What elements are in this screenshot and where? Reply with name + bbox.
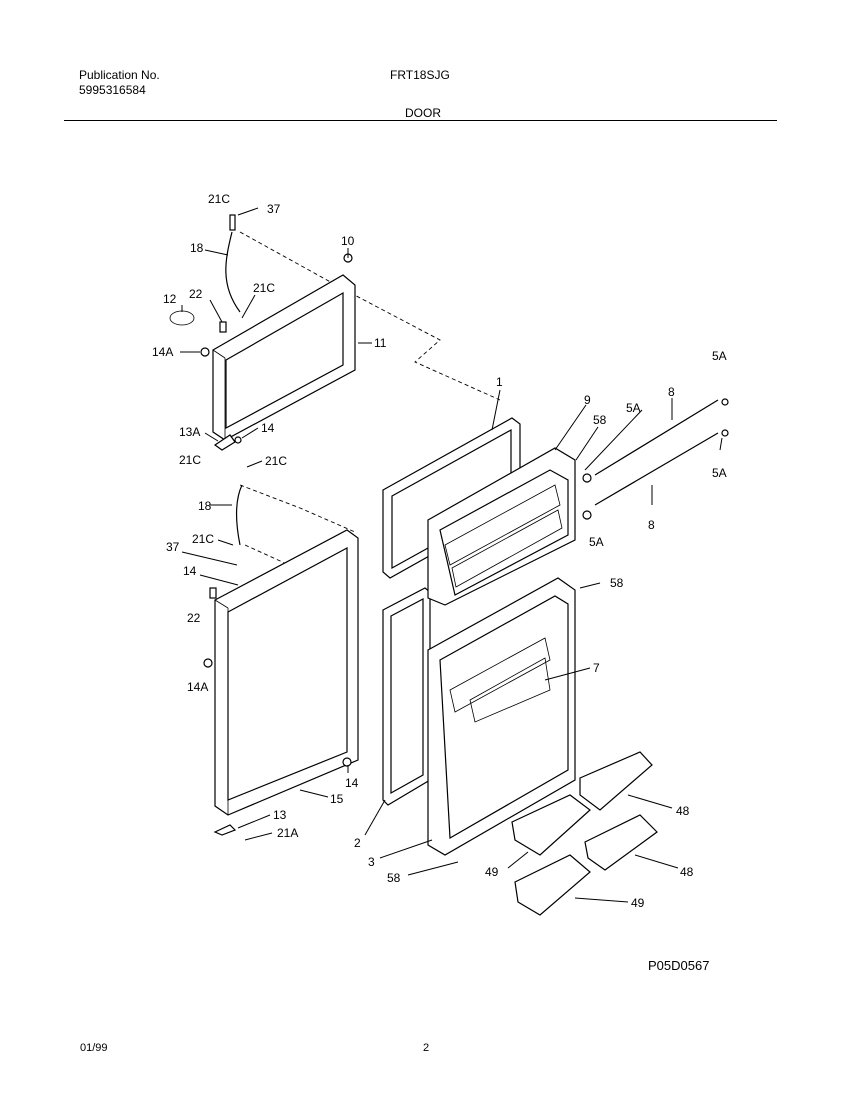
footer-page-number: 2 (423, 1042, 430, 1054)
callout-7: 7 (593, 661, 600, 675)
callout-13: 13 (273, 808, 287, 822)
callout-5a-d: 5A (589, 535, 604, 549)
callout-21c-c: 21C (179, 453, 201, 467)
freezer-door-frame (212, 274, 356, 441)
publication-label: Publication No. (79, 68, 160, 82)
publication-number: 5995316584 (79, 83, 146, 97)
callout-5a-b: 5A (712, 349, 727, 363)
fresh-food-door-frame (214, 529, 359, 816)
callout-13a: 13A (179, 425, 200, 439)
callout-21a: 21A (277, 826, 298, 840)
callout-12: 12 (163, 292, 177, 306)
callout-58-c: 58 (387, 871, 401, 885)
header-rule (64, 120, 777, 121)
callout-5a-c: 5A (712, 466, 727, 480)
callout-22-a: 22 (189, 287, 203, 301)
drawing-code: P05D0567 (648, 958, 710, 973)
callout-58-a: 58 (593, 413, 607, 427)
callout-1: 1 (496, 375, 503, 389)
callout-labels: 21C 37 18 10 12 22 21C 14A 11 13A 14 21C… (152, 192, 727, 910)
callout-14-a: 14 (261, 421, 275, 435)
callout-14a-b: 14A (187, 680, 208, 694)
footer-date: 01/99 (80, 1042, 108, 1054)
callout-10: 10 (341, 234, 355, 248)
callout-8-b: 8 (648, 518, 655, 532)
callout-5a-a: 5A (626, 401, 641, 415)
callout-8-a: 8 (668, 385, 675, 399)
callout-37-a: 37 (267, 202, 281, 216)
callout-48-b: 48 (680, 865, 694, 879)
callout-14-b: 14 (183, 564, 197, 578)
callout-48-a: 48 (676, 804, 690, 818)
shelf-rails (594, 399, 719, 506)
callout-21c-e: 21C (192, 532, 214, 546)
leader-lines (180, 207, 723, 903)
callout-49-a: 49 (485, 865, 499, 879)
callout-14-c: 14 (345, 776, 359, 790)
callout-3: 3 (368, 855, 375, 869)
fresh-food-gasket (382, 587, 431, 806)
callout-21c-d: 21C (265, 454, 287, 468)
callout-37-b: 37 (166, 540, 180, 554)
callout-18-b: 18 (198, 499, 212, 513)
callout-14a-a: 14A (152, 345, 173, 359)
callout-21c-a: 21C (208, 192, 230, 206)
callout-15: 15 (330, 792, 344, 806)
hinge-cables (225, 231, 243, 546)
callout-11: 11 (374, 336, 387, 350)
callout-21c-b: 21C (253, 281, 275, 295)
callout-2: 2 (354, 836, 361, 850)
callout-49-b: 49 (631, 896, 645, 910)
section-title: DOOR (405, 106, 441, 120)
fresh-food-inner-door (427, 577, 576, 856)
callout-22-b: 22 (187, 611, 201, 625)
freezer-inner-door (427, 447, 576, 606)
callout-58-b: 58 (610, 576, 624, 590)
model-number: FRT18SJG (390, 68, 450, 82)
door-bins (511, 751, 658, 916)
callout-9: 9 (584, 393, 591, 407)
callout-18-a: 18 (190, 241, 204, 255)
